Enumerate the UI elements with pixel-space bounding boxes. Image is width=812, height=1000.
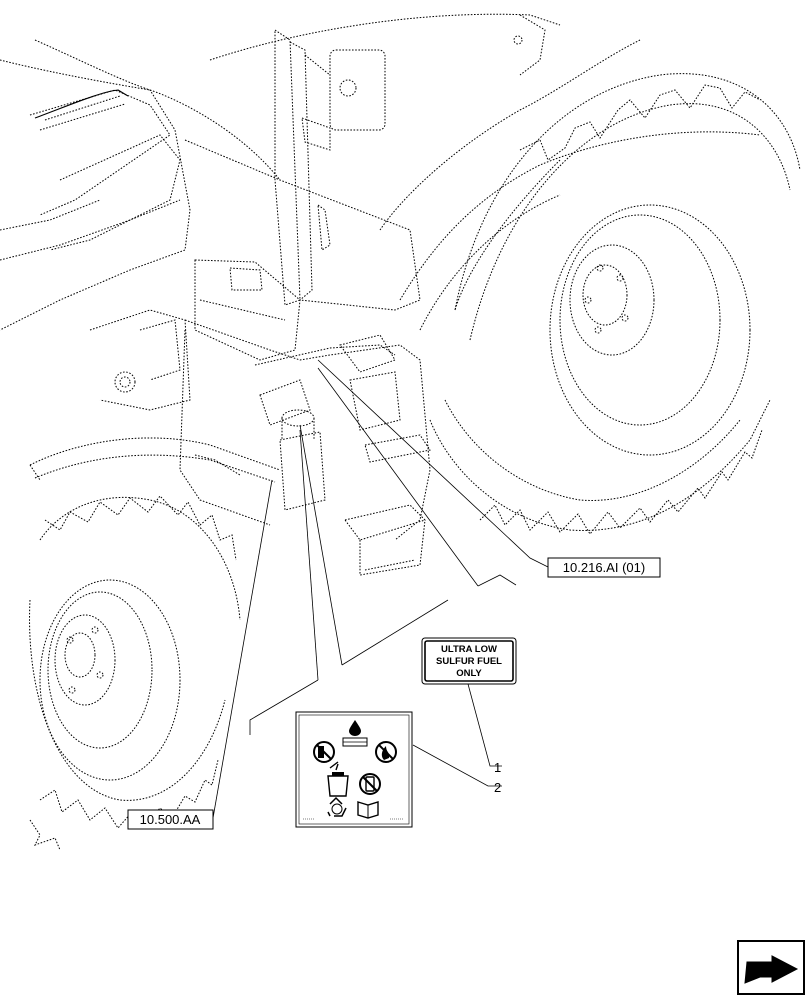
callout-labels: 1 2 10.216.AI (01) 10.500.AA <box>127 557 661 830</box>
ref-10216-text[interactable]: 10.216.AI (01) <box>563 560 645 575</box>
manual-book-icon <box>357 801 379 819</box>
fuel-decal: ULTRA LOW SULFUR FUEL ONLY <box>421 637 517 685</box>
safety-decal <box>295 711 413 828</box>
tractor-illustration <box>0 13 801 851</box>
no-smoking-icon <box>313 741 335 763</box>
next-page-arrow-icon[interactable] <box>737 940 805 995</box>
ref-box-10500[interactable]: 10.500.AA <box>127 809 214 830</box>
rear-wheel <box>429 73 801 535</box>
no-flame-icon <box>375 741 397 763</box>
fuel-drop-icon <box>342 720 368 747</box>
decal-line-1: ULTRA LOW <box>441 644 497 655</box>
callout-number-1: 1 <box>494 760 501 775</box>
callout-number-2: 2 <box>494 780 501 795</box>
decal-line-2: SULFUR FUEL <box>436 656 502 667</box>
no-cellphone-icon <box>359 773 381 795</box>
decal-line-3: ONLY <box>456 668 482 679</box>
leader-lines <box>212 359 549 819</box>
fuel-container-icon <box>327 761 349 797</box>
ref-box-10216[interactable]: 10.216.AI (01) <box>547 557 661 578</box>
recycle-icon <box>327 796 347 817</box>
front-wheel <box>29 495 241 851</box>
ref-10500-text[interactable]: 10.500.AA <box>140 812 201 827</box>
